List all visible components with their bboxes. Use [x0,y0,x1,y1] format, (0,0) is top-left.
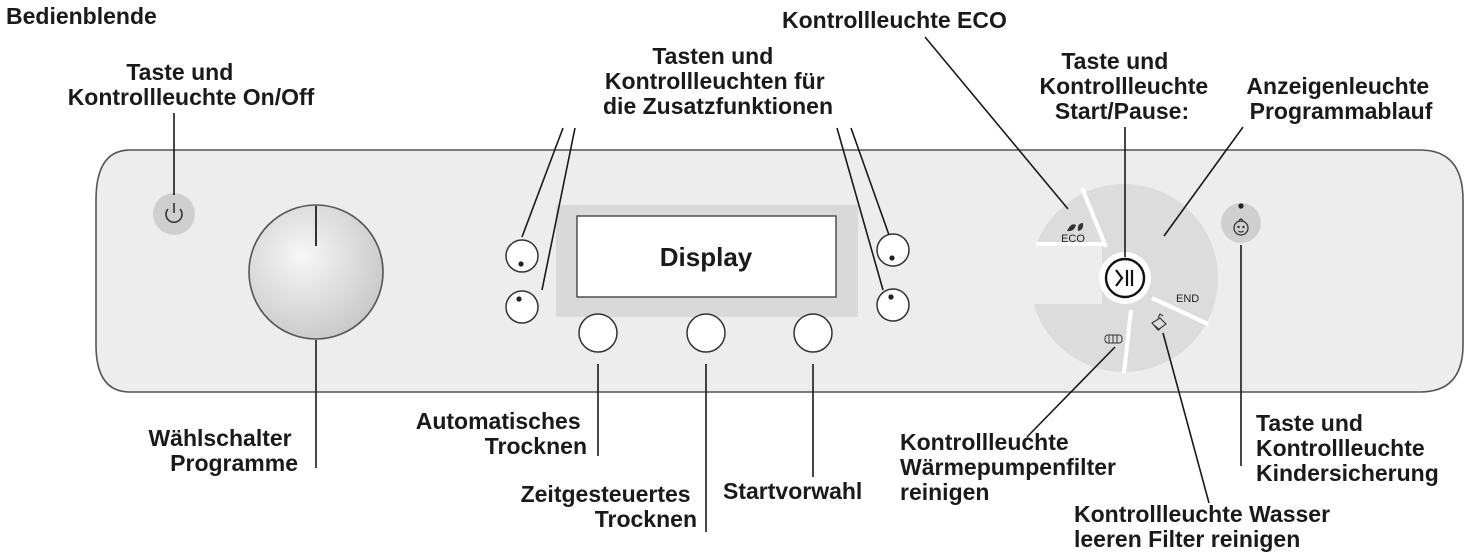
extra-functions-label: Tasten und Kontrollleuchten für die Zusa… [603,43,833,119]
start-pause-label: Taste und Kontrollleuchte Start/Pause: [1039,48,1214,124]
power-button[interactable] [153,193,195,235]
leaf-icon [1067,223,1084,232]
heat-pump-filter-label: Kontrollleuchte Wärmepumpenfilter reinig… [900,429,1122,505]
end-label: END [1176,293,1199,305]
start-pause-button[interactable] [1099,252,1151,304]
option-button-right-bottom[interactable] [876,288,910,322]
program-selector-knob[interactable] [248,204,384,340]
child-lock-icon [1233,218,1249,236]
power-icon [165,203,183,224]
eco-indicator-label: Kontrollleuchte ECO [782,7,1007,33]
option-button-left-top[interactable] [505,239,539,273]
water-filter-label: Kontrollleuchte Wasser leeren Filter rei… [1074,501,1336,552]
eco-label: ECO [1061,233,1085,245]
eco-indicator: ECO [1061,223,1085,245]
program-selector-label: Wählschalter Programme [148,425,298,476]
child-lock-label: Taste und Kontrollleuchte Kindersicherun… [1256,410,1439,486]
timed-dry-label: Zeitgesteuertes Trocknen [521,481,697,532]
option-button-left-bottom[interactable] [505,290,539,324]
auto-dry-label: Automatisches Trocknen [416,408,587,459]
auto-dry-button[interactable] [578,313,618,353]
water-container-icon [1151,313,1167,331]
play-pause-icon [1115,269,1134,287]
diagram-title: Bedienblende [6,3,157,29]
display [576,215,837,298]
child-lock-button[interactable] [1221,203,1261,243]
program-progress-label: Anzeigenleuchte Programmablauf [1246,73,1435,124]
delay-start-button[interactable] [793,313,833,353]
onoff-label: Taste und Kontrollleuchte On/Off [68,59,315,110]
delay-start-label: Startvorwahl [723,478,862,504]
leader-lines [173,36,1244,532]
filter-icon [1104,334,1123,344]
timed-dry-button[interactable] [686,313,726,353]
option-button-right-top[interactable] [876,233,910,267]
display-label: Display [660,242,753,272]
